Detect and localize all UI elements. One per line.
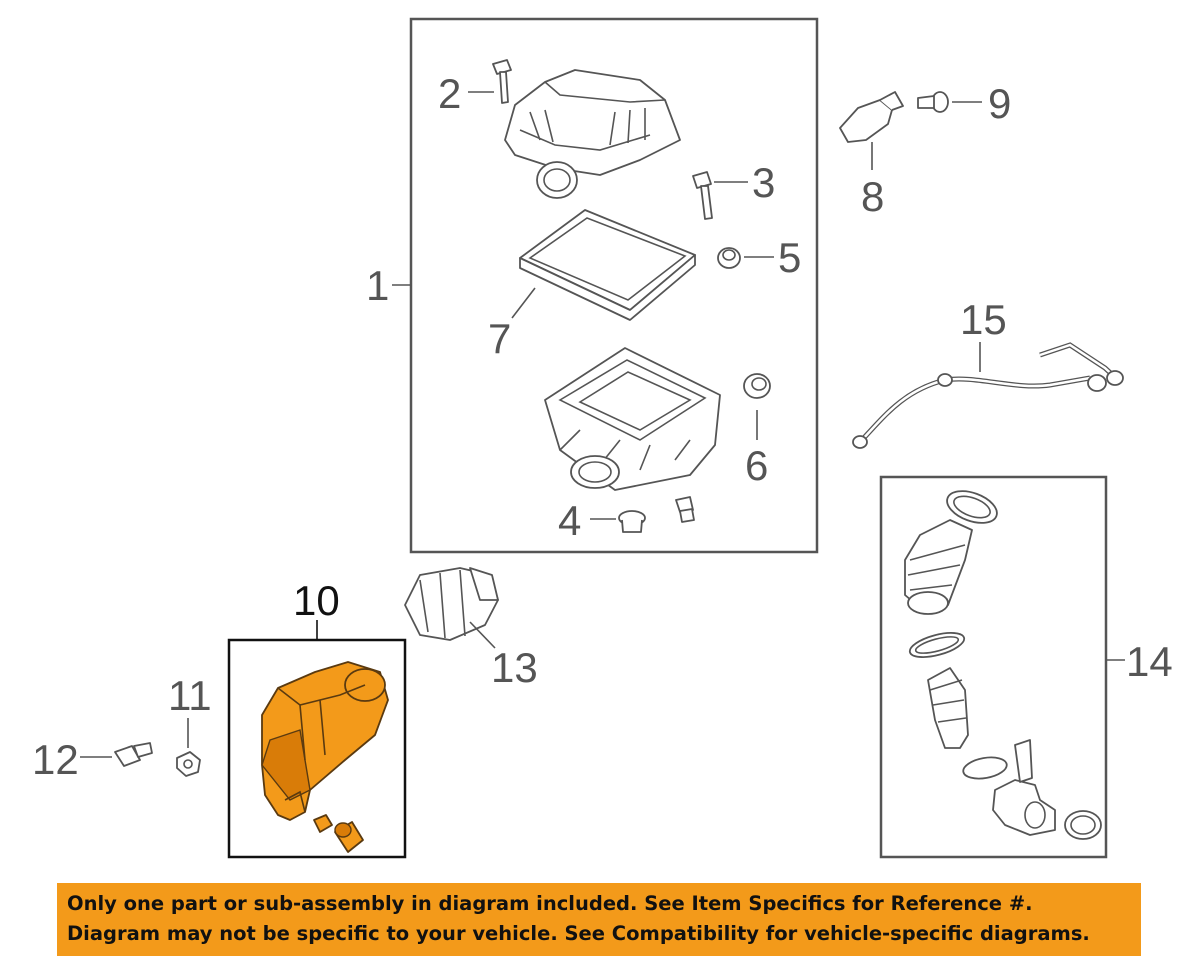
callout-8: 8 xyxy=(861,173,884,220)
air-box-housing xyxy=(544,347,721,491)
callout-4: 4 xyxy=(558,497,581,544)
bolt-3 xyxy=(692,171,713,220)
resonator-13 xyxy=(404,567,499,641)
leader-7 xyxy=(511,287,536,319)
callout-12: 12 xyxy=(32,736,79,783)
callout-15: 15 xyxy=(960,296,1007,343)
grommet-5 xyxy=(717,247,741,269)
grommet-6 xyxy=(743,373,771,399)
bushing-large xyxy=(334,821,364,853)
grommet-4 xyxy=(618,510,646,533)
parts-diagram: 1 2 3 7 5 xyxy=(32,17,1173,859)
leader-13 xyxy=(469,621,496,649)
callout-6: 6 xyxy=(745,442,768,489)
air-box-cover xyxy=(504,69,681,199)
notice-line-2: Diagram may not be specific to your vehi… xyxy=(67,922,1090,945)
intake-duct-10-highlighted xyxy=(261,661,389,821)
plug xyxy=(675,496,695,523)
sensor-8 xyxy=(839,91,904,143)
callout-10: 10 xyxy=(293,577,340,624)
notice-line-1: Only one part or sub-assembly in diagram… xyxy=(67,892,1033,915)
air-filter-7 xyxy=(519,209,696,321)
callout-1: 1 xyxy=(366,262,389,309)
notice-banner: Only one part or sub-assembly in diagram… xyxy=(57,883,1141,956)
bushing-small xyxy=(313,814,333,833)
nut-11 xyxy=(176,751,201,777)
bolt-12 xyxy=(114,742,153,767)
vent-hose-15 xyxy=(852,342,1124,449)
callout-7: 7 xyxy=(488,315,511,362)
callout-5: 5 xyxy=(778,234,801,281)
intake-duct-assembly-14 xyxy=(904,490,1102,840)
callout-2: 2 xyxy=(438,70,461,117)
callout-11: 11 xyxy=(168,672,212,719)
group-box-14 xyxy=(879,475,1108,859)
callout-14: 14 xyxy=(1126,638,1173,685)
callout-3: 3 xyxy=(752,159,775,206)
callout-9: 9 xyxy=(988,80,1011,127)
callout-13: 13 xyxy=(491,644,538,691)
screw-9 xyxy=(917,91,949,113)
bolt-2 xyxy=(492,59,512,104)
